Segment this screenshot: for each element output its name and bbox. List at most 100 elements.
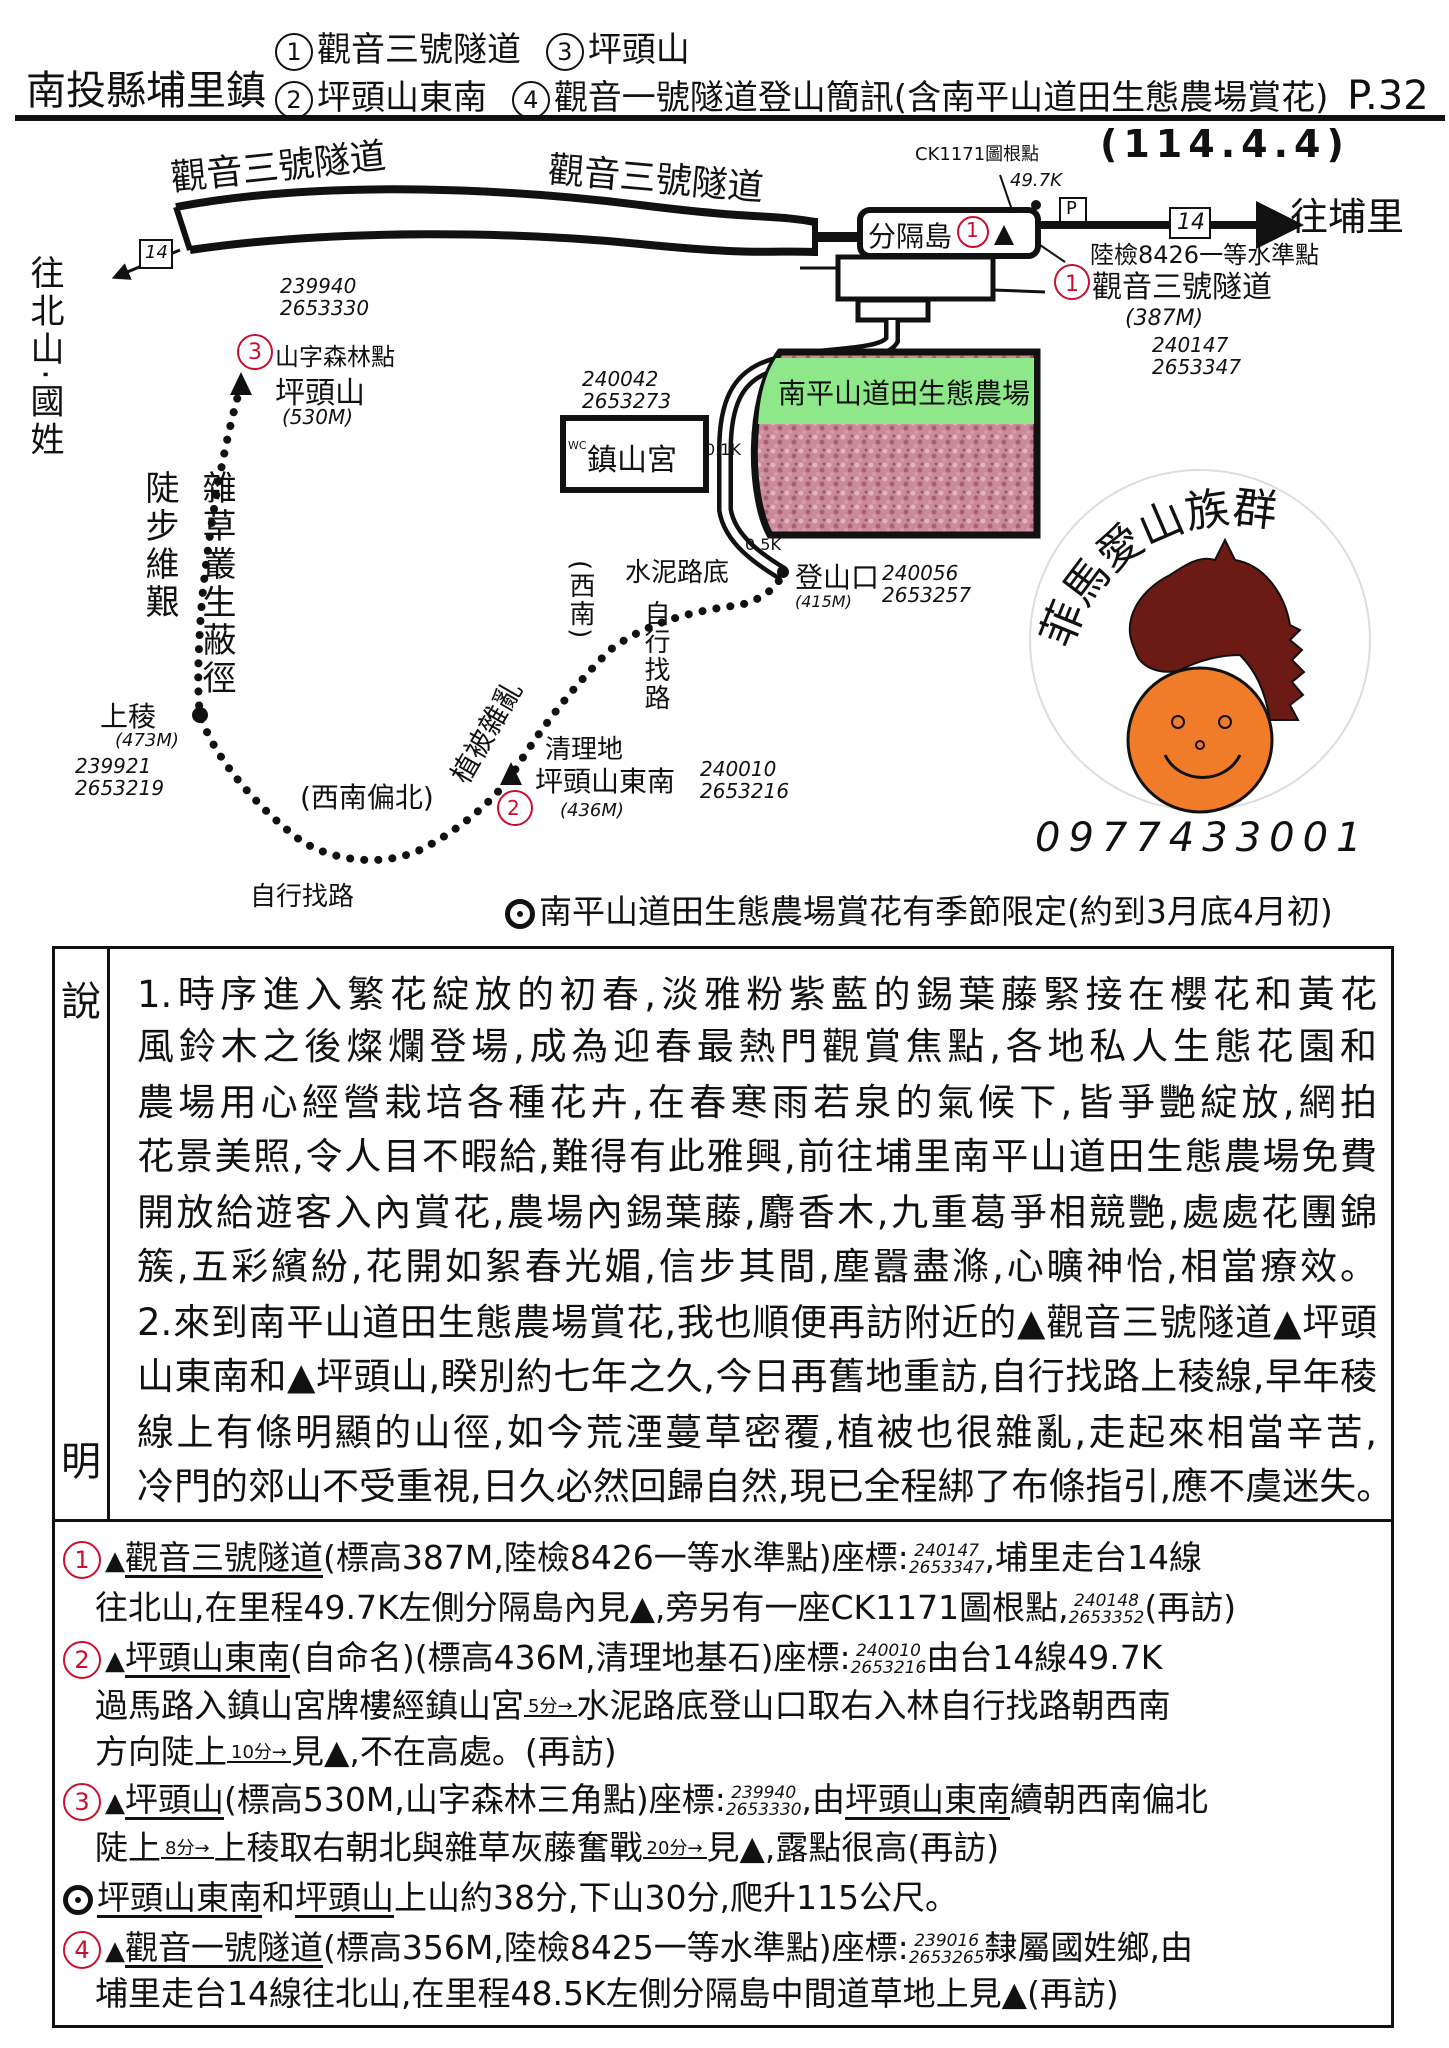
season-notice: 南平山道田生態農場賞花有季節限定(約到3月底4月初) <box>505 885 1333 933</box>
point-3-elevation: (530M) <box>282 405 354 429</box>
header-item-2: 坪頭山東南 <box>317 78 487 118</box>
detail-text: 續朝西南偏北 <box>1010 1780 1209 1819</box>
time-arrow: 5分→ <box>524 1695 577 1717</box>
header-item-3: 坪頭山 <box>587 30 690 70</box>
coord-n: 2653330 <box>280 296 370 320</box>
number-3-icon: 3 <box>545 32 584 71</box>
detail-text: 往北山,在里程49.7K左側分隔島內見▲,旁另有一座CK1171圖根點, <box>95 1588 1069 1627</box>
detail-text: 見▲,不在高處。(再訪) <box>291 1732 617 1771</box>
point-name: 坪頭山 <box>125 1780 224 1819</box>
triangle-icon: ▲ <box>105 1646 125 1676</box>
direction-wsw: (西南偏北) <box>300 781 434 814</box>
farm-label: 南平山道田生態農場 <box>778 377 1031 410</box>
coord-e: 240148 <box>1074 1590 1139 1611</box>
coord-n: 2653273 <box>582 389 672 413</box>
detail-text: (標高530M,山字森林三角點)座標: <box>224 1780 726 1819</box>
detail-text: 過馬路入鎮山宮牌樓經鎮山宮 <box>95 1686 524 1725</box>
point-3-type: 山字森林點 <box>275 343 395 371</box>
point-2-marker: 2 <box>507 796 520 820</box>
number-1-icon: 1 <box>275 32 313 71</box>
coord-e: 239940 <box>280 274 357 298</box>
gate-box <box>835 254 996 302</box>
description-box: 說 明 1.時序進入繁花綻放的初春,淡雅粉紫藍的錫葉藤緊接在櫻花和黃花 風鈴木之… <box>52 946 1394 2028</box>
route-14-east-sign: 14 <box>1177 210 1205 235</box>
coord-e: 239016 <box>914 1930 980 1951</box>
detail-text: 陡上 <box>95 1828 161 1867</box>
desc-line: 冷門的郊山不受重視,日久必然回歸自然,現已全程綁了布條指引,應不虞迷失。 <box>137 1465 1394 1508</box>
time-label: 20分 <box>646 1837 688 1859</box>
point-1-name: 觀音三號隧道 <box>1092 270 1272 305</box>
coord-n: 2653257 <box>882 583 972 607</box>
to-puli: 往埔里 <box>1290 195 1405 239</box>
horse-head-icon <box>1129 537 1306 721</box>
point-2-note: 清理地 <box>545 735 624 765</box>
coord-n: 2653352 <box>1068 1607 1145 1628</box>
overgrown-note: 雜草叢生蔽徑 <box>196 470 236 698</box>
point-1-marker: 1 <box>966 218 979 242</box>
coord-n: 2653219 <box>75 776 165 800</box>
ridge-elevation: (473M) <box>115 730 179 751</box>
bullet-icon <box>63 1884 93 1915</box>
detail-text: 隸屬國姓鄉,由 <box>984 1928 1194 1967</box>
summit-marker-2 <box>500 762 522 785</box>
detail-text: (標高356M,陸檢8425一等水準點)座標: <box>323 1928 909 1967</box>
coord-n: 2653347 <box>908 1557 985 1578</box>
point-1-marker-right: 1 <box>1065 272 1079 297</box>
detail-text: ,由 <box>801 1780 846 1819</box>
triangle-icon: ▲ <box>105 1546 125 1576</box>
steep-note: 陡步維艱 <box>139 470 179 622</box>
coord-n: 2653216 <box>700 779 790 803</box>
detail-text: (再訪) <box>1144 1588 1237 1627</box>
ridge-dot <box>192 707 208 723</box>
point-name: 觀音一號隧道 <box>125 1928 323 1967</box>
header-region: 南投縣埔里鎮 <box>26 68 266 114</box>
detail-text: 埔里走台14線往北山,在里程48.5K左側分隔島中間道草地上見▲(再訪) <box>95 1974 1119 2013</box>
detail-text: 方向陡上 <box>95 1732 227 1771</box>
triangulation-marker-1 <box>994 225 1014 245</box>
desc-line: 開放給遊客入內賞花,農場內錫葉藤,麝香木,九重葛爭相競艷,處處花團錦 <box>137 1191 1377 1234</box>
point-name: 坪頭山 <box>295 1878 394 1917</box>
point-name: 坪頭山東南 <box>97 1878 262 1917</box>
desc-line: 2.來到南平山道田生態農場賞花,我也順便再訪附近的▲觀音三號隧道▲坪頭 <box>137 1301 1377 1344</box>
parking-sign: P <box>1066 198 1077 219</box>
desc-line: 風鈴木之後燦爛登場,成為迎春最熱門觀賞焦點,各地私人生態花園和 <box>137 1025 1377 1068</box>
self-navigate-note-2: 自行找路 <box>640 600 670 712</box>
detail-text: (自命名)(標高436M,清理地基石)座標: <box>290 1638 851 1677</box>
point-3-marker: 3 <box>248 340 262 365</box>
point-name: 觀音三號隧道 <box>125 1538 323 1577</box>
header-subtitle: 登山簡訊(含南平山道田生態農場賞花) <box>757 78 1329 118</box>
coord-e: 240010 <box>855 1640 921 1661</box>
km-49-7: 49.7K <box>1010 170 1062 191</box>
time-arrow: 8分→ <box>161 1839 214 1859</box>
detail-point-4-line-2: 埔里走台14線往北山,在里程48.5K左側分隔島中間道草地上見▲(再訪) <box>95 1971 1375 2017</box>
direction-sw: (西南) <box>565 560 595 641</box>
median-island-label: 分隔島 <box>868 220 953 253</box>
time-label: 5分 <box>528 1695 558 1717</box>
detail-summary: 坪頭山東南和坪頭山上山約38分,下山30分,爬升115公尺。 <box>63 1875 1343 1921</box>
club-logo: 菲馬愛山族群 <box>1029 469 1371 814</box>
point-3-name: 坪頭山 <box>275 376 365 411</box>
detail-text: 上稜取右朝北與雜草灰藤奮戰 <box>213 1828 643 1867</box>
time-arrow: 10分→ <box>227 1743 291 1763</box>
header-item-1: 觀音三號隧道 <box>317 30 521 70</box>
label-ming: 明 <box>61 1439 101 1485</box>
bullet-icon <box>505 898 535 929</box>
desc-line: 農場用心經營栽培各種花卉,在春寒雨若泉的氣候下,皆爭艷綻放,網拍 <box>137 1081 1377 1124</box>
trailhead-elevation: (415M) <box>795 592 852 611</box>
coord-n: 2653216 <box>850 1657 927 1678</box>
detail-text: ,埔里走台14線 <box>984 1538 1203 1577</box>
